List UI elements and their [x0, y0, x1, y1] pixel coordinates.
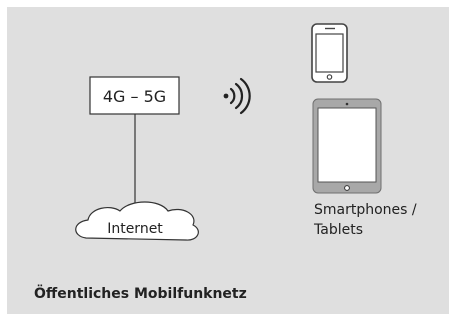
tablet-screen	[317, 107, 377, 183]
signal-wave-3	[239, 77, 251, 115]
cloud-label: Internet	[107, 221, 163, 237]
network-diagram: 4G – 5G Internet	[34, 23, 417, 302]
tablet-home-button	[344, 185, 350, 191]
internet-cloud: Internet	[75, 201, 199, 241]
network-box-frame	[89, 76, 180, 115]
smartphone-screen	[315, 33, 344, 73]
signal-dot	[223, 93, 229, 99]
signal-wave-1	[229, 87, 236, 105]
wireless-signal-icon	[223, 77, 251, 115]
diagram-panel: 4G – 5G Internet	[7, 7, 449, 314]
smartphone-icon	[311, 23, 348, 83]
cloud-shape	[75, 201, 199, 241]
devices-label-line2: Tablets	[313, 222, 363, 238]
diagram-caption: Öffentliches Mobilfunknetz	[34, 284, 247, 302]
network-box-label: 4G – 5G	[103, 87, 166, 106]
tablet-camera	[345, 102, 349, 106]
network-box: 4G – 5G	[89, 76, 180, 115]
signal-wave-2	[234, 82, 244, 110]
devices-label-line1: Smartphones /	[314, 202, 417, 218]
tablet-icon	[312, 98, 382, 194]
smartphone-home-button	[326, 74, 333, 80]
